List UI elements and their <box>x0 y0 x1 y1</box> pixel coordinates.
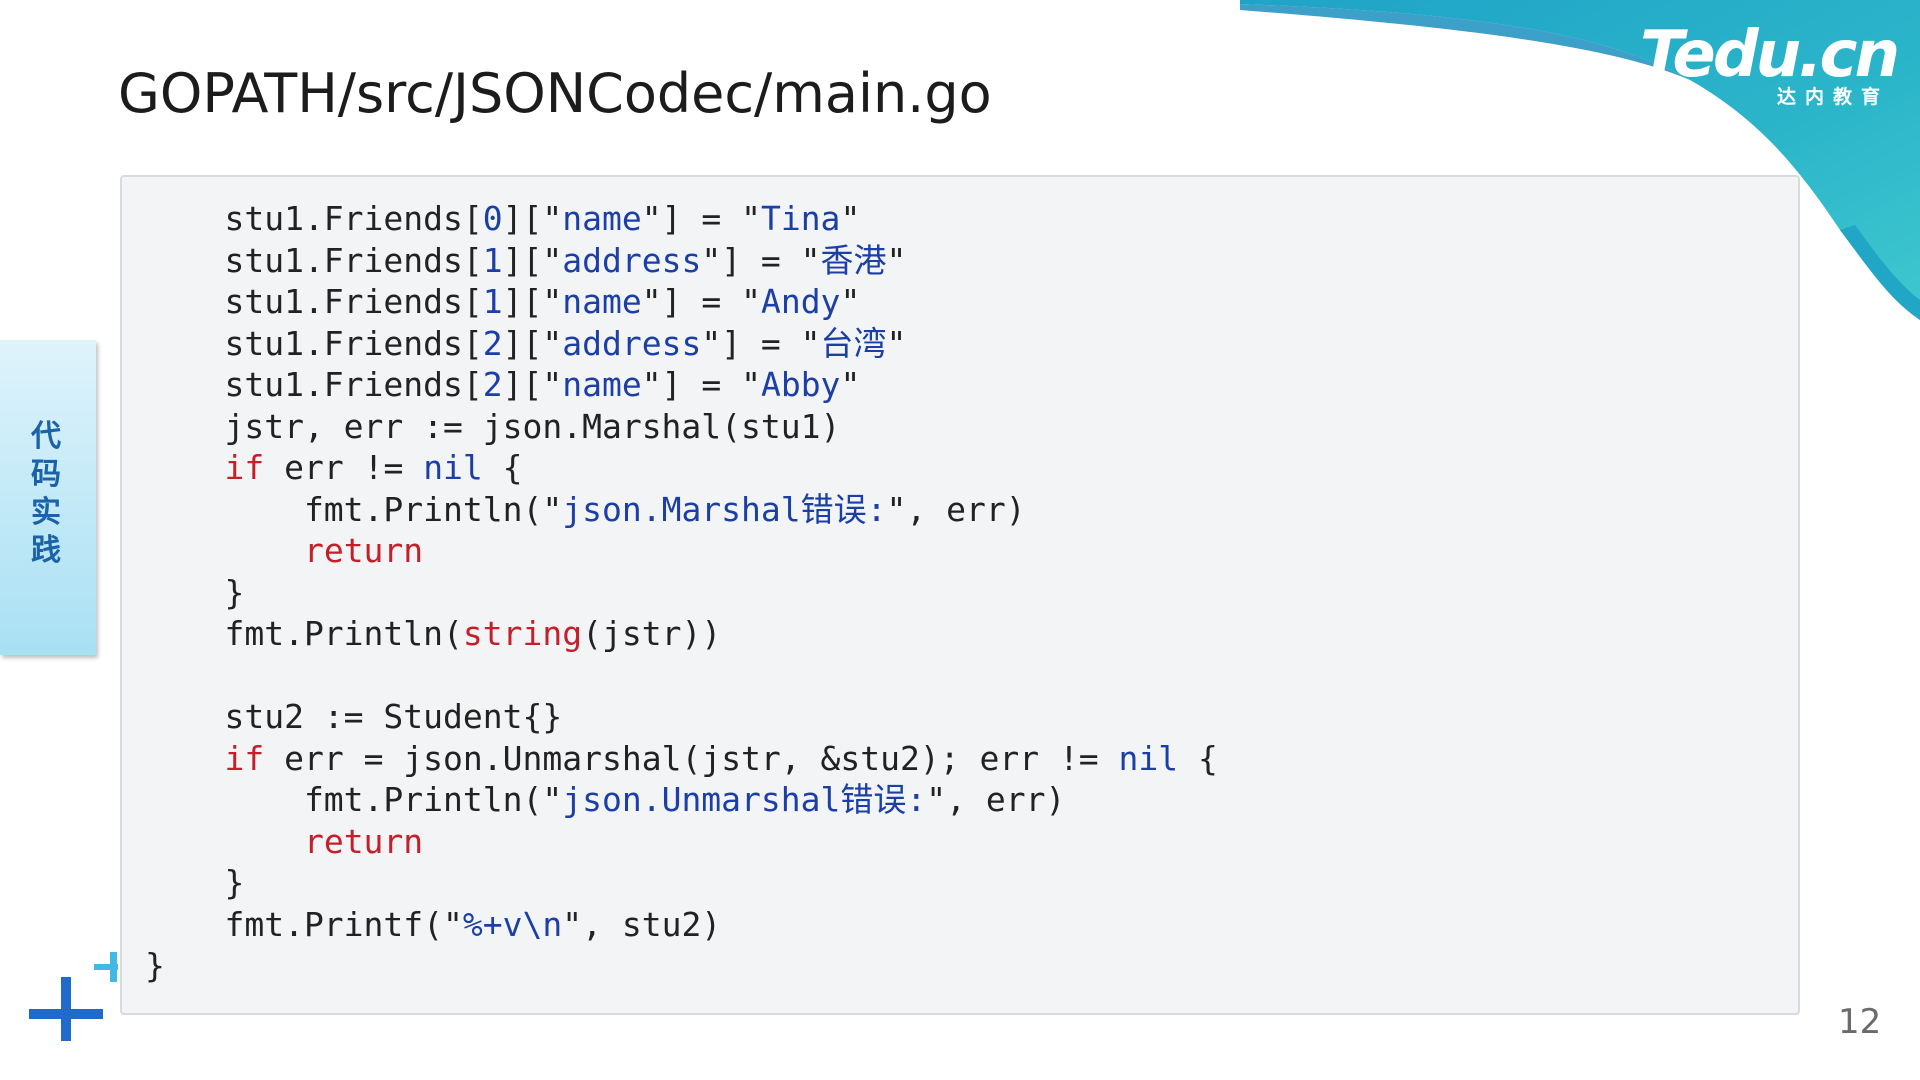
code-token: ][" <box>502 240 563 280</box>
code-token <box>145 739 224 778</box>
code-token: nil <box>423 448 483 487</box>
code-token: string <box>462 614 583 653</box>
code-token: "] = " <box>641 199 761 238</box>
code-line: stu1.Friends[1]["name"] = "Andy" <box>145 281 1218 323</box>
code-token: name <box>562 282 642 321</box>
code-line: stu1.Friends[1]["address"] = "香港" <box>145 240 1218 282</box>
code-line: fmt.Printf("%+v\n", stu2) <box>145 904 1218 946</box>
code-token: nil <box>1118 738 1179 778</box>
code-token: ][" <box>502 199 563 238</box>
code-token: stu2 := Student{} <box>145 697 563 736</box>
code-token <box>145 448 224 487</box>
page-number: 12 <box>1838 1002 1882 1042</box>
code-line: return <box>145 821 1218 863</box>
code-token: 2 <box>482 323 503 363</box>
code-token: return <box>303 821 424 861</box>
plus-decoration-icon-vertical <box>61 977 71 1041</box>
code-token: if <box>224 448 265 487</box>
code-token: json.Unmarshal错误: <box>562 780 927 819</box>
code-token: 0 <box>482 199 503 238</box>
code-line: } <box>145 572 1218 614</box>
code-token: jstr, err := json.Marshal(stu1) <box>145 406 841 446</box>
code-token: ][" <box>502 365 563 404</box>
side-tab-label: 代码实践 <box>31 419 61 568</box>
tedu-logo-subtitle: 达内教育 <box>1777 86 1890 108</box>
code-token: " <box>840 282 861 321</box>
code-token: ][" <box>502 282 563 321</box>
code-token: 台湾 <box>820 323 887 363</box>
code-line: fmt.Println(string(jstr)) <box>145 613 1218 655</box>
code-line: if err = json.Unmarshal(jstr, &stu2); er… <box>145 738 1218 780</box>
code-token: } <box>145 863 245 902</box>
small-plus-decoration-icon <box>94 964 118 970</box>
code-line: if err != nil { <box>145 447 1218 489</box>
code-token: "] = " <box>701 240 821 280</box>
code-line: stu1.Friends[0]["name"] = "Tina" <box>145 198 1218 240</box>
slide-title: GOPATH/src/JSONCodec/main.go <box>118 62 992 125</box>
tedu-logo: Tedu.cn <box>1640 18 1900 92</box>
code-token: Andy <box>760 282 841 321</box>
code-token: name <box>562 199 642 238</box>
code-line: } <box>145 945 1218 987</box>
code-token: stu1.Friends[ <box>145 365 483 404</box>
code-line: fmt.Println("json.Marshal错误:", err) <box>145 489 1218 531</box>
code-token <box>145 822 304 861</box>
code-token: ", err) <box>886 489 1026 529</box>
code-line <box>145 655 1218 697</box>
small-plus-decoration-icon-vertical <box>110 952 117 982</box>
code-token: if <box>224 738 265 778</box>
code-line: stu1.Friends[2]["address"] = "台湾" <box>145 323 1218 365</box>
code-token: } <box>145 572 245 612</box>
code-token: return <box>303 531 424 570</box>
code-token: { <box>1178 738 1218 778</box>
code-token: } <box>145 946 165 985</box>
code-token: ", stu2) <box>562 904 722 944</box>
code-block: stu1.Friends[0]["name"] = "Tina" stu1.Fr… <box>120 175 1800 1015</box>
code-token: " <box>886 323 907 363</box>
code-line: stu1.Friends[2]["name"] = "Abby" <box>145 364 1218 406</box>
code-token: (jstr)) <box>582 614 722 653</box>
code-line: jstr, err := json.Marshal(stu1) <box>145 406 1218 448</box>
code-token: "] = " <box>701 323 821 363</box>
header-swoosh-decoration <box>1240 0 1920 320</box>
code-token: ", err) <box>926 780 1066 819</box>
code-token: err = json.Unmarshal(jstr, &stu2); err !… <box>264 738 1119 778</box>
code-token: address <box>562 323 702 363</box>
code-token: { <box>482 448 523 487</box>
code-token: stu1.Friends[ <box>145 282 483 321</box>
code-token: stu1.Friends[ <box>145 199 483 238</box>
code-token: ][" <box>502 323 563 363</box>
code-token: " <box>840 365 861 404</box>
code-token: fmt.Println(" <box>145 489 563 529</box>
code-token: err != <box>264 448 424 487</box>
code-line: fmt.Println("json.Unmarshal错误:", err) <box>145 779 1218 821</box>
code-token: 1 <box>482 282 503 321</box>
code-line: return <box>145 530 1218 572</box>
code-token: name <box>562 365 642 404</box>
code-token: stu1.Friends[ <box>145 240 483 280</box>
code-token: 1 <box>482 240 503 280</box>
code-listing: stu1.Friends[0]["name"] = "Tina" stu1.Fr… <box>145 198 1218 987</box>
code-token: 2 <box>482 365 503 404</box>
code-token: Abby <box>760 365 841 404</box>
code-token: Tina <box>760 199 841 238</box>
side-tab: 代码实践 <box>0 340 96 655</box>
code-token: " <box>886 240 907 280</box>
code-token: fmt.Printf(" <box>145 904 463 944</box>
code-token: 香港 <box>820 240 887 280</box>
code-token: " <box>840 199 861 238</box>
code-line: stu2 := Student{} <box>145 696 1218 738</box>
code-token: fmt.Println( <box>145 614 463 653</box>
code-token: "] = " <box>641 282 761 321</box>
code-token: address <box>562 240 702 280</box>
code-token: fmt.Println(" <box>145 780 563 819</box>
code-token: stu1.Friends[ <box>145 323 483 363</box>
code-token: "] = " <box>641 365 761 404</box>
code-token <box>145 531 304 570</box>
code-token: json.Marshal错误: <box>562 489 887 529</box>
code-token: %+v\n <box>462 904 563 944</box>
code-line: } <box>145 862 1218 904</box>
